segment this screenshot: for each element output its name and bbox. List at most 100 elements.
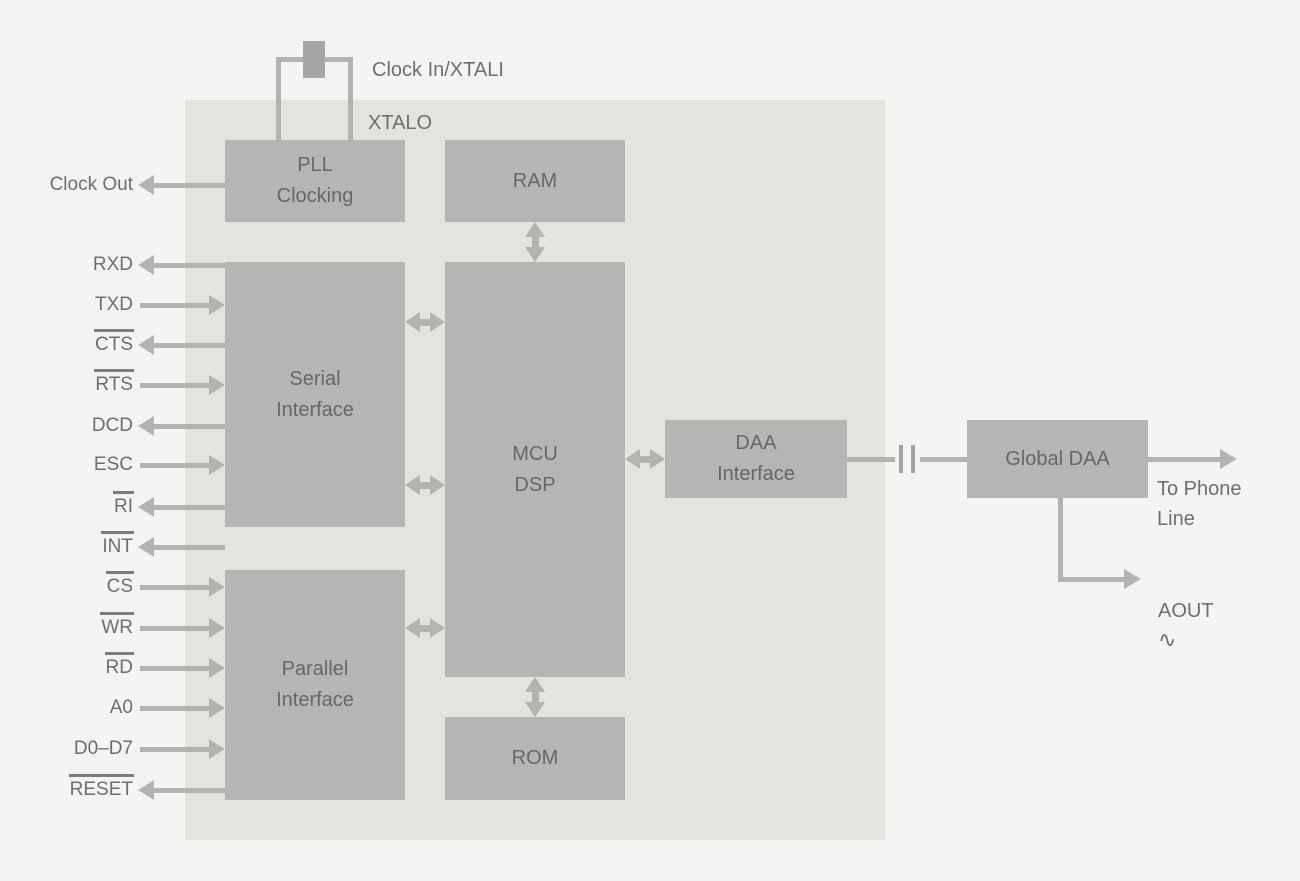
arrow-right-icon bbox=[209, 698, 225, 718]
signal-wire bbox=[140, 666, 212, 671]
isolation-capacitor-icon bbox=[899, 445, 903, 473]
phone-line-wire bbox=[1148, 457, 1222, 462]
arrow-right-icon bbox=[430, 312, 445, 332]
block-serial-interface: Serial Interface bbox=[225, 262, 405, 527]
ram-mcu-bus-arrow bbox=[525, 222, 545, 262]
arrow-right-icon bbox=[209, 618, 225, 638]
arrow-left-icon bbox=[625, 449, 640, 469]
signal-wire bbox=[153, 343, 225, 348]
signal-wire bbox=[153, 788, 225, 793]
arrow-right-icon bbox=[1220, 449, 1237, 469]
signal-wire bbox=[153, 424, 225, 429]
clock-out-label: Clock Out bbox=[49, 174, 133, 195]
signal-row-reset: RESET bbox=[0, 771, 260, 809]
signal-wire bbox=[153, 545, 225, 550]
signal-row-a0: A0 bbox=[0, 689, 260, 727]
signal-wire bbox=[153, 505, 225, 510]
block-global-daa: Global DAA bbox=[967, 420, 1148, 498]
signal-wire bbox=[153, 263, 225, 268]
arrow-left-icon bbox=[405, 475, 420, 495]
arrow-right-icon bbox=[209, 739, 225, 759]
signal-wire bbox=[140, 706, 212, 711]
signal-label-dcd: DCD bbox=[91, 415, 133, 436]
isolation-capacitor-icon bbox=[911, 445, 915, 473]
serial-mcu-bus-arrow-2 bbox=[405, 475, 445, 495]
arrow-right-icon bbox=[209, 577, 225, 597]
crystal-icon bbox=[303, 41, 325, 78]
xtali-wire bbox=[276, 57, 281, 140]
signal-row-wr: WR bbox=[0, 609, 260, 647]
xtalo-label: XTALO bbox=[368, 112, 433, 134]
signal-row-cs: CS bbox=[0, 568, 260, 606]
arrow-left-icon bbox=[138, 335, 154, 355]
signal-label-cts: CTS bbox=[94, 329, 134, 355]
daa-link-wire-left bbox=[847, 457, 895, 462]
signal-row-rxd: RXD bbox=[0, 246, 260, 284]
arrow-left-icon bbox=[138, 175, 154, 195]
arrow-right-icon bbox=[1124, 569, 1141, 589]
clock-in-xtali-label: Clock In/XTALI bbox=[372, 59, 504, 81]
arrow-right-icon bbox=[430, 618, 445, 638]
signal-wire bbox=[140, 585, 212, 590]
block-parallel-interface: Parallel Interface bbox=[225, 570, 405, 800]
arrow-left-icon bbox=[138, 780, 154, 800]
signal-label-cs: CS bbox=[105, 571, 135, 597]
signal-wire bbox=[140, 626, 212, 631]
signal-row-cts: CTS bbox=[0, 326, 260, 364]
arrow-right-icon bbox=[209, 295, 225, 315]
arrow-left-icon bbox=[405, 618, 420, 638]
block-pll-clocking: PLL Clocking bbox=[225, 140, 405, 222]
block-ram: RAM bbox=[445, 140, 625, 222]
signal-label-esc: ESC bbox=[93, 454, 133, 475]
serial-mcu-bus-arrow-1 bbox=[405, 312, 445, 332]
block-rom: ROM bbox=[445, 717, 625, 800]
arrow-left-icon bbox=[138, 537, 154, 557]
signal-label-a0: A0 bbox=[109, 697, 133, 718]
to-phone-line-label: To Phone Line bbox=[1157, 478, 1242, 530]
signal-label-rd: RD bbox=[104, 652, 135, 678]
block-mcu-dsp: MCU DSP bbox=[445, 262, 625, 677]
arrow-up-icon bbox=[525, 677, 545, 692]
aout-text: AOUT bbox=[1158, 600, 1214, 622]
signal-label-wr: WR bbox=[100, 612, 134, 638]
arrow-right-icon bbox=[209, 658, 225, 678]
crystal-wire-right bbox=[323, 57, 353, 62]
aout-label: AOUT ∿ bbox=[1158, 566, 1214, 656]
signal-row-txd: TXD bbox=[0, 286, 260, 324]
signal-label-txd: TXD bbox=[95, 294, 133, 315]
arrow-right-icon bbox=[650, 449, 665, 469]
daa-link-wire-right bbox=[920, 457, 967, 462]
arrow-left-icon bbox=[138, 255, 154, 275]
signal-row-int: INT bbox=[0, 528, 260, 566]
signal-row-d0-d7: D0–D7 bbox=[0, 730, 260, 768]
clock-out-label-wrap: Clock Out bbox=[0, 166, 133, 204]
arrow-down-icon bbox=[525, 702, 545, 717]
signal-label-rxd: RXD bbox=[92, 254, 133, 275]
xtalo-wire bbox=[348, 57, 353, 140]
signal-label-reset: RESET bbox=[68, 774, 135, 800]
block-daa-interface: DAA Interface bbox=[665, 420, 847, 498]
signal-row-esc: ESC bbox=[0, 446, 260, 484]
arrow-left-icon bbox=[138, 416, 154, 436]
clock-out-wire bbox=[153, 183, 225, 188]
parallel-mcu-bus-arrow bbox=[405, 618, 445, 638]
mcu-daa-bus-arrow bbox=[625, 449, 665, 469]
signal-wire bbox=[140, 303, 212, 308]
clock-out-row: Clock Out bbox=[0, 166, 260, 204]
signal-row-rd: RD bbox=[0, 649, 260, 687]
mcu-rom-bus-arrow bbox=[525, 677, 545, 717]
sine-wave-icon: ∿ bbox=[1158, 628, 1177, 653]
aout-wire-horizontal bbox=[1058, 577, 1126, 582]
arrow-right-icon bbox=[430, 475, 445, 495]
arrow-up-icon bbox=[525, 222, 545, 237]
signal-label-rts: RTS bbox=[94, 369, 134, 395]
aout-wire-vertical bbox=[1058, 498, 1063, 582]
signal-row-rts: RTS bbox=[0, 366, 260, 404]
arrow-left-icon bbox=[138, 497, 154, 517]
arrow-right-icon bbox=[209, 455, 225, 475]
arrow-right-icon bbox=[209, 375, 225, 395]
signal-label-int: INT bbox=[101, 531, 134, 557]
signal-label-d0-d7: D0–D7 bbox=[73, 738, 133, 759]
signal-wire bbox=[140, 747, 212, 752]
